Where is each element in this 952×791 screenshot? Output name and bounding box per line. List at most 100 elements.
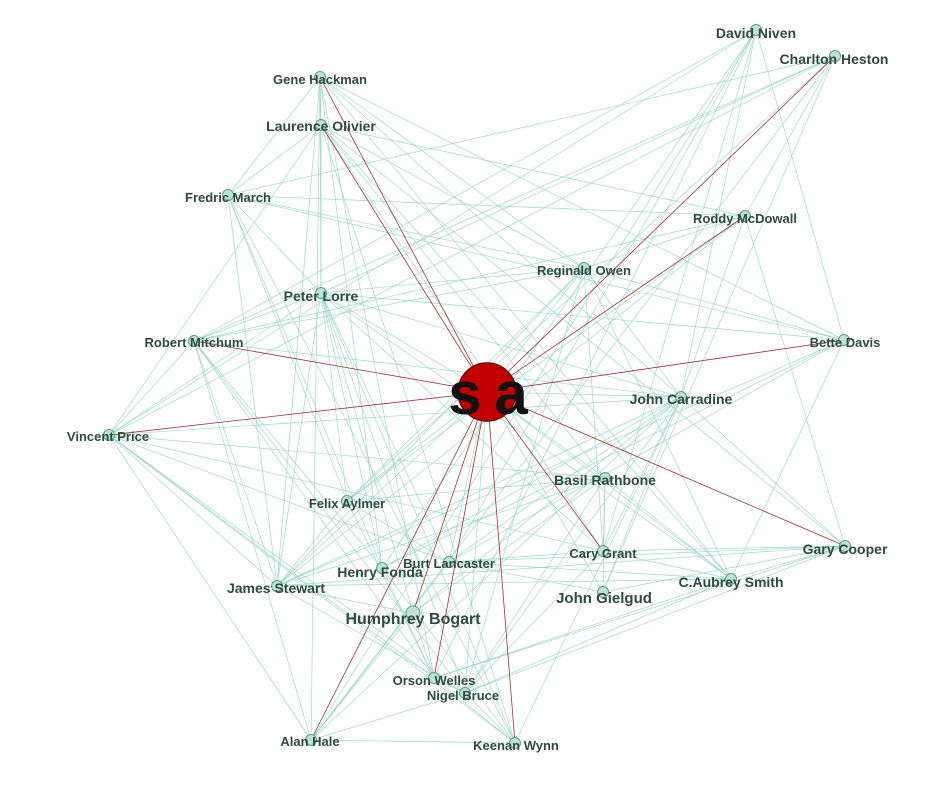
edge-laurence-olivier-basil-rathbone	[320, 124, 606, 479]
edge-laurence-olivier-fredric-march	[227, 124, 322, 196]
node-dot[interactable]	[599, 472, 611, 484]
node-fredric-march[interactable]: Fredric March	[185, 189, 271, 206]
edge-c-aubrey-smith-orson-welles	[433, 578, 732, 679]
edge-bette-davis-burt-lancaster	[448, 339, 845, 563]
node-dot[interactable]	[376, 562, 388, 574]
edge-robert-mitchum-orson-welles	[193, 340, 435, 679]
node-burt-lancaster[interactable]: Burt Lancaster	[403, 556, 495, 571]
node-james-stewart[interactable]: James Stewart	[227, 580, 325, 596]
edge-john-carradine-humphrey-bogart	[412, 396, 682, 614]
node-felix-aylmer[interactable]: Felix Aylmer	[309, 495, 385, 512]
hub-edge-robert-mitchum	[193, 340, 488, 393]
edge-roddy-mcdowall-reginald-owen	[583, 215, 746, 269]
node-cary-grant[interactable]: Cary Grant	[569, 545, 637, 562]
node-laurence-olivier[interactable]: Laurence Olivier	[266, 118, 376, 134]
edge-john-carradine-vincent-price	[108, 396, 682, 436]
node-dot[interactable]	[314, 71, 326, 83]
node-dot[interactable]	[597, 586, 609, 598]
edge-gary-cooper-james-stewart	[276, 545, 846, 587]
node-label: Henry Fonda	[337, 564, 423, 580]
node-c-aubrey-smith[interactable]: C.Aubrey Smith	[678, 573, 784, 591]
edge-charlton-heston-fredric-march	[227, 55, 836, 196]
node-charlton-heston[interactable]: Charlton Heston	[780, 50, 889, 68]
node-dot[interactable]	[305, 734, 317, 746]
node-dot[interactable]	[315, 119, 327, 131]
edge-fredric-march-henry-fonda	[227, 194, 383, 569]
node-robert-mitchum[interactable]: Robert Mitchum	[145, 335, 244, 350]
node-label: Basil Rathbone	[554, 472, 656, 488]
node-dot[interactable]	[271, 580, 283, 592]
edge-charlton-heston-john-gielgud	[602, 55, 836, 593]
node-dot[interactable]	[341, 495, 353, 507]
node-dot[interactable]	[829, 50, 841, 62]
node-dot[interactable]	[315, 287, 327, 299]
node-dot[interactable]	[675, 391, 687, 403]
node-gary-cooper[interactable]: Gary Cooper	[803, 540, 888, 558]
node-david-niven[interactable]: David Niven	[716, 24, 796, 42]
node-nigel-bruce[interactable]: Nigel Bruce	[427, 687, 499, 704]
node-dot[interactable]	[428, 672, 440, 684]
edge-peter-lorre-felix-aylmer	[320, 292, 348, 502]
hub-edge-john-carradine	[486, 391, 682, 398]
node-dot[interactable]	[405, 605, 421, 621]
node-dot[interactable]	[838, 334, 850, 346]
node-bette-davis[interactable]: Bette Davis	[810, 334, 881, 351]
node-dot[interactable]	[509, 737, 521, 749]
edge-basil-rathbone-c-aubrey-smith	[604, 477, 732, 580]
node-dot[interactable]	[459, 687, 471, 699]
edge-robert-mitchum-henry-fonda	[193, 340, 383, 569]
edge-john-carradine-cary-grant	[602, 396, 682, 552]
node-dot[interactable]	[103, 429, 115, 441]
node-john-gielgud[interactable]: John Gielgud	[556, 586, 652, 608]
edge-gene-hackman-c-aubrey-smith	[319, 76, 732, 580]
hub-edge-laurence-olivier	[320, 124, 488, 393]
node-dot[interactable]	[750, 24, 762, 36]
node-dot[interactable]	[839, 540, 851, 552]
node-dot[interactable]	[725, 573, 737, 585]
node-henry-fonda[interactable]: Henry Fonda	[337, 562, 423, 581]
edge-robert-mitchum-vincent-price	[108, 340, 195, 436]
hub-edge-alan-hale	[310, 391, 488, 741]
node-label: Reginald Owen	[537, 263, 631, 278]
edge-vincent-price-burt-lancaster	[108, 434, 450, 563]
node-label: Gene Hackman	[273, 72, 367, 87]
node-gene-hackman[interactable]: Gene Hackman	[273, 71, 367, 88]
node-peter-lorre[interactable]: Peter Lorre	[284, 287, 359, 305]
edge-henry-fonda-orson-welles	[381, 567, 435, 679]
node-dot[interactable]	[578, 262, 590, 274]
node-dot[interactable]	[222, 189, 234, 201]
node-label: Keenan Wynn	[473, 738, 559, 753]
node-dot[interactable]	[597, 545, 609, 557]
edge-gene-hackman-reginald-owen	[319, 76, 585, 269]
node-vincent-price[interactable]: Vincent Price	[67, 429, 149, 444]
edge-laurence-olivier-vincent-price	[108, 124, 322, 436]
node-humphrey-bogart[interactable]: Humphrey Bogart	[345, 605, 481, 628]
edge-david-niven-burt-lancaster	[448, 29, 757, 563]
node-dot[interactable]	[188, 335, 200, 347]
hub-edge-vincent-price	[108, 391, 488, 436]
edge-felix-aylmer-orson-welles	[346, 500, 435, 679]
edge-charlton-heston-alan-hale	[310, 55, 836, 741]
node-john-carradine[interactable]: John Carradine	[630, 391, 733, 407]
node-dot[interactable]	[739, 210, 751, 222]
edge-peter-lorre-robert-mitchum	[193, 292, 322, 342]
node-orson-welles[interactable]: Orson Welles	[393, 672, 476, 689]
edge-james-stewart-c-aubrey-smith	[276, 578, 732, 587]
edge-humphrey-bogart-orson-welles	[412, 612, 435, 679]
node-basil-rathbone[interactable]: Basil Rathbone	[554, 472, 656, 488]
node-label: John Carradine	[630, 391, 733, 407]
edge-reginald-owen-peter-lorre	[320, 267, 585, 294]
node-reginald-owen[interactable]: Reginald Owen	[537, 262, 631, 279]
node-keenan-wynn[interactable]: Keenan Wynn	[473, 737, 559, 754]
hub-edge-nigel-bruce	[464, 391, 488, 694]
node-label: Alan Hale	[280, 734, 339, 749]
node-roddy-mcdowall[interactable]: Roddy McDowall	[693, 210, 797, 227]
node-alan-hale[interactable]: Alan Hale	[280, 734, 340, 749]
edge-charlton-heston-felix-aylmer	[346, 55, 836, 502]
hub-node[interactable]	[457, 362, 517, 422]
edge-reginald-owen-james-stewart	[276, 267, 585, 587]
node-dot[interactable]	[443, 556, 455, 568]
edge-reginald-owen-bette-davis	[583, 267, 845, 341]
edge-vincent-price-james-stewart	[108, 434, 278, 587]
